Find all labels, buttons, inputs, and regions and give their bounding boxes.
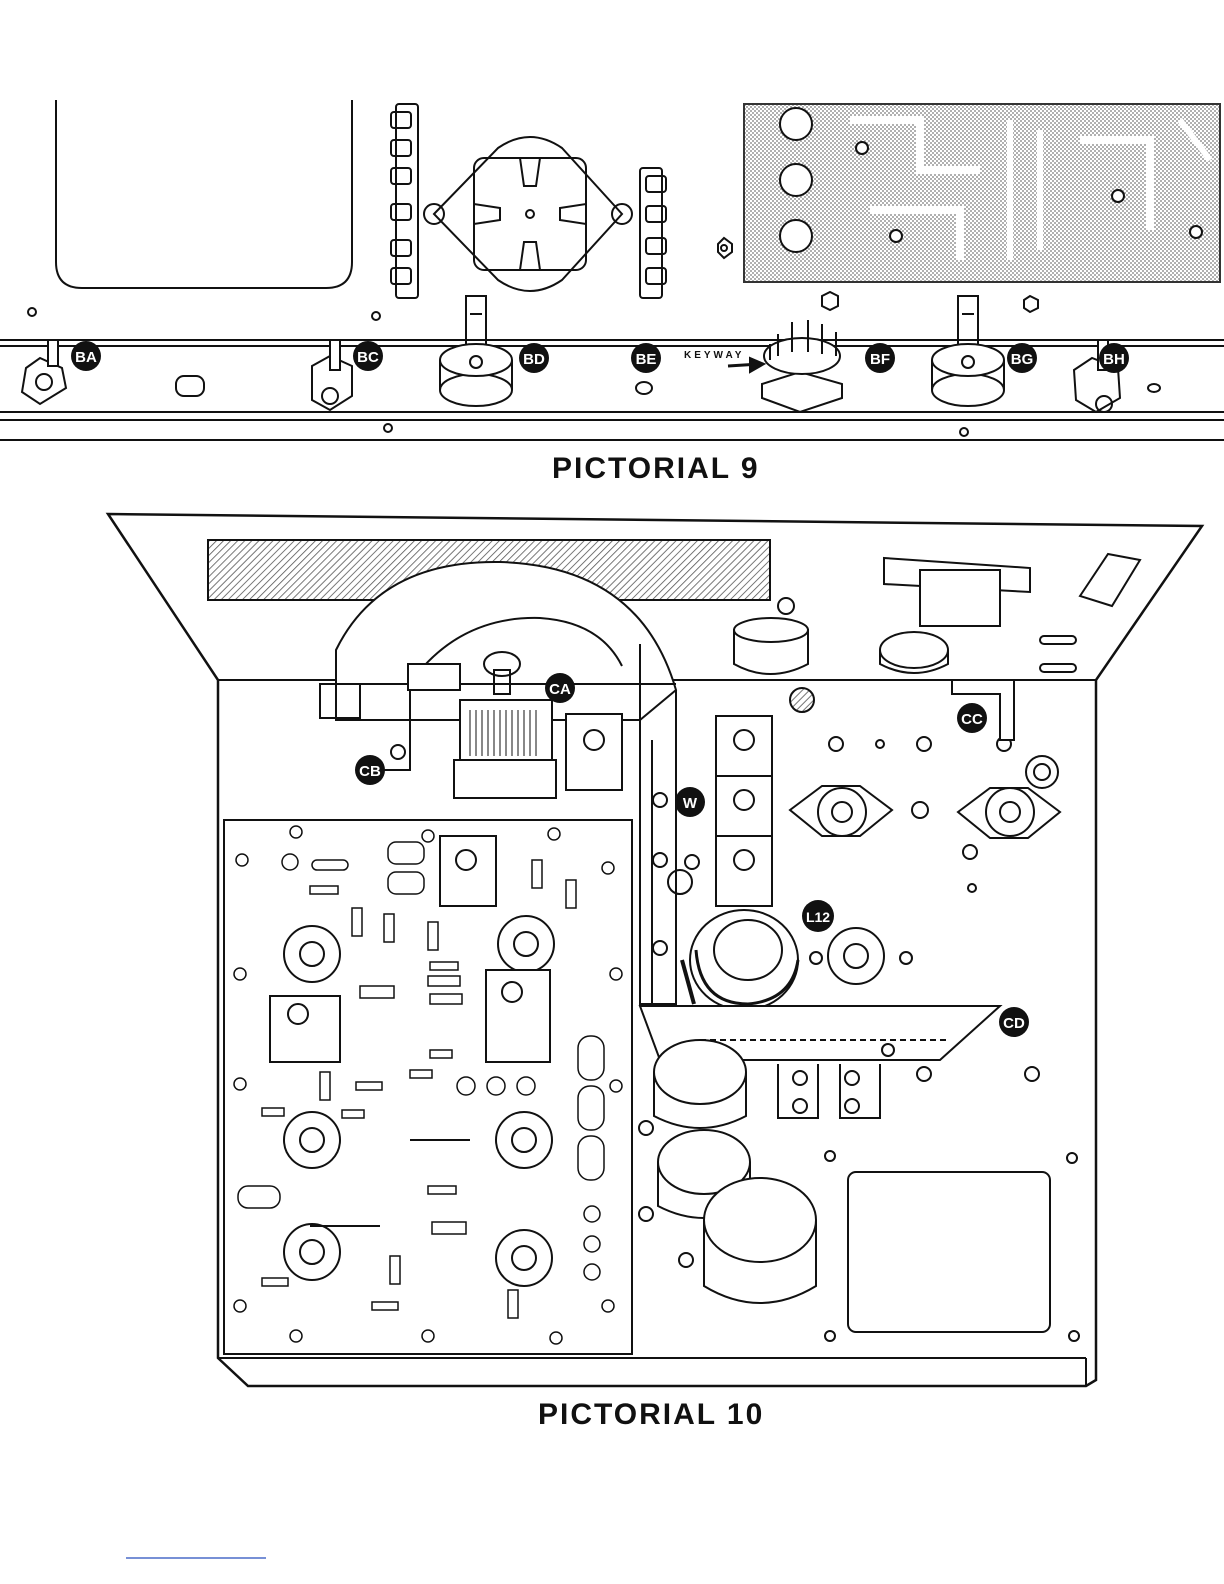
callout-bg: BG: [1007, 343, 1037, 373]
coil-l12: [682, 910, 798, 1010]
callout-l12: L12: [802, 900, 834, 932]
upper-right-sockets: [734, 554, 1140, 892]
callout-ba-label: BA: [75, 349, 97, 366]
callout-bf: BF: [865, 343, 895, 373]
callout-ca-label: CA: [549, 681, 571, 698]
callout-w-label: W: [683, 795, 698, 812]
circuit-board: [744, 104, 1220, 282]
callout-l12-label: L12: [806, 909, 830, 925]
callout-cc: CC: [957, 703, 987, 733]
terminal-strip-left: [391, 104, 444, 298]
callout-bd: BD: [519, 343, 549, 373]
callout-be-label: BE: [636, 351, 657, 368]
callout-bh: BH: [1099, 343, 1129, 373]
callout-be: BE: [631, 343, 661, 373]
jack-bc: [312, 340, 352, 410]
pictorial-10-diagram: [108, 514, 1202, 1386]
callout-ca: CA: [545, 673, 575, 703]
jack-ba: [22, 340, 66, 404]
callout-bd-label: BD: [523, 351, 545, 368]
callout-w: W: [675, 787, 705, 817]
callout-ba: BA: [71, 341, 101, 371]
electrolytic-capacitors: [639, 1040, 816, 1303]
terminal-strip-right: [640, 168, 666, 298]
callout-cd: CD: [999, 1007, 1029, 1037]
pc-board: [224, 820, 632, 1354]
callout-cb-label: CB: [359, 763, 381, 780]
callout-bg-label: BG: [1011, 351, 1034, 368]
keyway-label: KEYWAY: [684, 350, 744, 361]
callout-bc: BC: [353, 341, 383, 371]
octal-socket-bf: [728, 292, 842, 412]
tube-socket-plate: [434, 137, 632, 291]
pictorial-10-caption: PICTORIAL 10: [538, 1398, 764, 1432]
pictorial-9-caption: PICTORIAL 9: [552, 452, 760, 486]
potentiometer-bd: [440, 296, 512, 406]
callout-cb: CB: [355, 755, 385, 785]
callout-bh-label: BH: [1103, 351, 1125, 368]
callout-bc-label: BC: [357, 349, 379, 366]
pictorial-9-diagram: [0, 100, 1224, 440]
callout-bf-label: BF: [870, 351, 890, 368]
callout-cc-label: CC: [961, 711, 983, 728]
callout-cd-label: CD: [1003, 1015, 1025, 1032]
